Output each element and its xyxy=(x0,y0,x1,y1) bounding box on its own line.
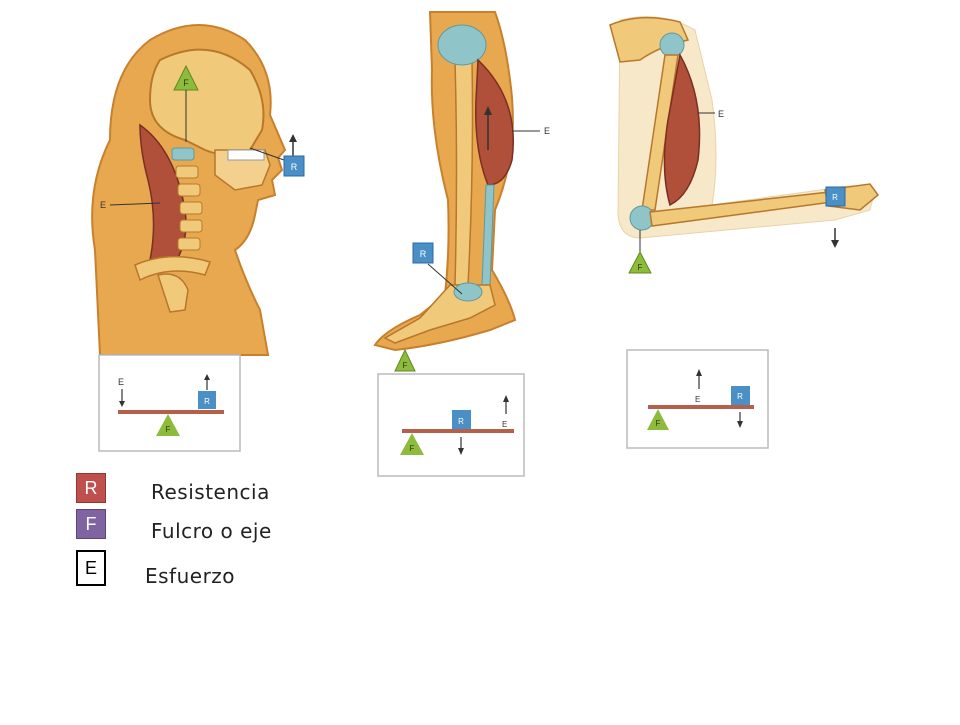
shoulder-joint xyxy=(659,32,685,58)
legend-effort-label: Esfuerzo xyxy=(145,564,236,588)
arm-illustration: E R F xyxy=(609,16,880,274)
resistance-box-label: R xyxy=(737,392,743,401)
fulcrum-triangle xyxy=(156,414,180,436)
effort-arrowhead xyxy=(696,369,702,376)
lever-schematic-second-class: F R E xyxy=(377,373,525,477)
resistance-pointer-line xyxy=(249,147,285,161)
knee-joint xyxy=(437,24,487,66)
legend-effort-swatch: E xyxy=(76,550,106,586)
resistance-arrowhead xyxy=(737,421,743,428)
resistance-marker xyxy=(412,242,434,264)
fulcrum-marker-label: F xyxy=(403,361,408,370)
resistance-arrowhead xyxy=(289,134,297,142)
fulcrum-triangle-label: F xyxy=(410,444,415,453)
tibia-bone xyxy=(454,59,474,286)
leg-foot-illustration: E R F xyxy=(373,11,550,372)
resistance-arrowhead xyxy=(458,448,464,455)
fulcrum-marker-label: F xyxy=(183,78,189,88)
fulcrum-marker xyxy=(628,250,652,274)
legend-resistance-label: Resistencia xyxy=(151,480,270,504)
effort-label: E xyxy=(695,395,700,404)
ankle-joint xyxy=(453,282,483,302)
head-neck-illustration: F R E xyxy=(91,24,305,356)
effort-label: E xyxy=(118,377,124,387)
lever-schematic-third-class: F E R xyxy=(626,349,769,449)
effort-label: E xyxy=(502,420,507,429)
resistance-box xyxy=(452,410,471,429)
cervical-spine xyxy=(171,147,203,251)
fulcrum-triangle xyxy=(400,433,424,455)
fulcrum-triangle xyxy=(647,409,669,430)
teeth xyxy=(227,149,265,161)
legend-resistance-key: R xyxy=(84,477,98,498)
resistance-box xyxy=(731,386,750,405)
resistance-marker-label: R xyxy=(420,249,427,259)
clavicle xyxy=(134,255,211,282)
resistance-marker xyxy=(825,186,846,207)
effort-arrowhead xyxy=(484,106,492,115)
effort-arrowhead xyxy=(503,395,509,402)
legend-effort-key: E xyxy=(84,557,97,578)
effort-label: E xyxy=(544,126,550,136)
calf-muscle xyxy=(475,58,515,186)
fulcrum-marker-label: F xyxy=(638,263,643,272)
resistance-marker xyxy=(283,155,305,177)
lever-bar xyxy=(402,429,514,433)
lever-bar xyxy=(648,405,754,409)
resistance-pointer-line xyxy=(427,263,463,295)
effort-arrowhead xyxy=(119,401,125,407)
lever-schematic-first-class: F E R xyxy=(98,354,241,452)
humerus-bone xyxy=(641,54,679,211)
legend-fulcrum-swatch: F xyxy=(76,509,106,539)
legend-resistance-swatch: R xyxy=(76,473,106,503)
effort-pointer-line xyxy=(109,202,161,206)
resistance-box-label: R xyxy=(458,417,464,426)
effort-label: E xyxy=(100,200,106,210)
resistance-box-label: R xyxy=(204,397,210,406)
resistance-arrowhead xyxy=(831,240,839,248)
resistance-marker-label: R xyxy=(832,193,838,202)
fulcrum-triangle-label: F xyxy=(166,425,171,434)
resistance-box xyxy=(198,391,216,409)
legend-fulcrum-label: Fulcro o eje xyxy=(151,519,272,543)
resistance-arrowhead xyxy=(204,374,210,380)
effort-label: E xyxy=(718,109,724,119)
scapula xyxy=(609,16,690,63)
lever-bar xyxy=(118,410,224,414)
biceps-muscle xyxy=(663,52,701,207)
resistance-marker-label: R xyxy=(291,162,298,172)
fulcrum-triangle-label: F xyxy=(656,419,661,428)
schematic-frame xyxy=(377,373,525,477)
legend-fulcrum-key: F xyxy=(85,513,97,534)
humerus-head xyxy=(157,273,189,313)
fulcrum-marker xyxy=(394,348,416,372)
